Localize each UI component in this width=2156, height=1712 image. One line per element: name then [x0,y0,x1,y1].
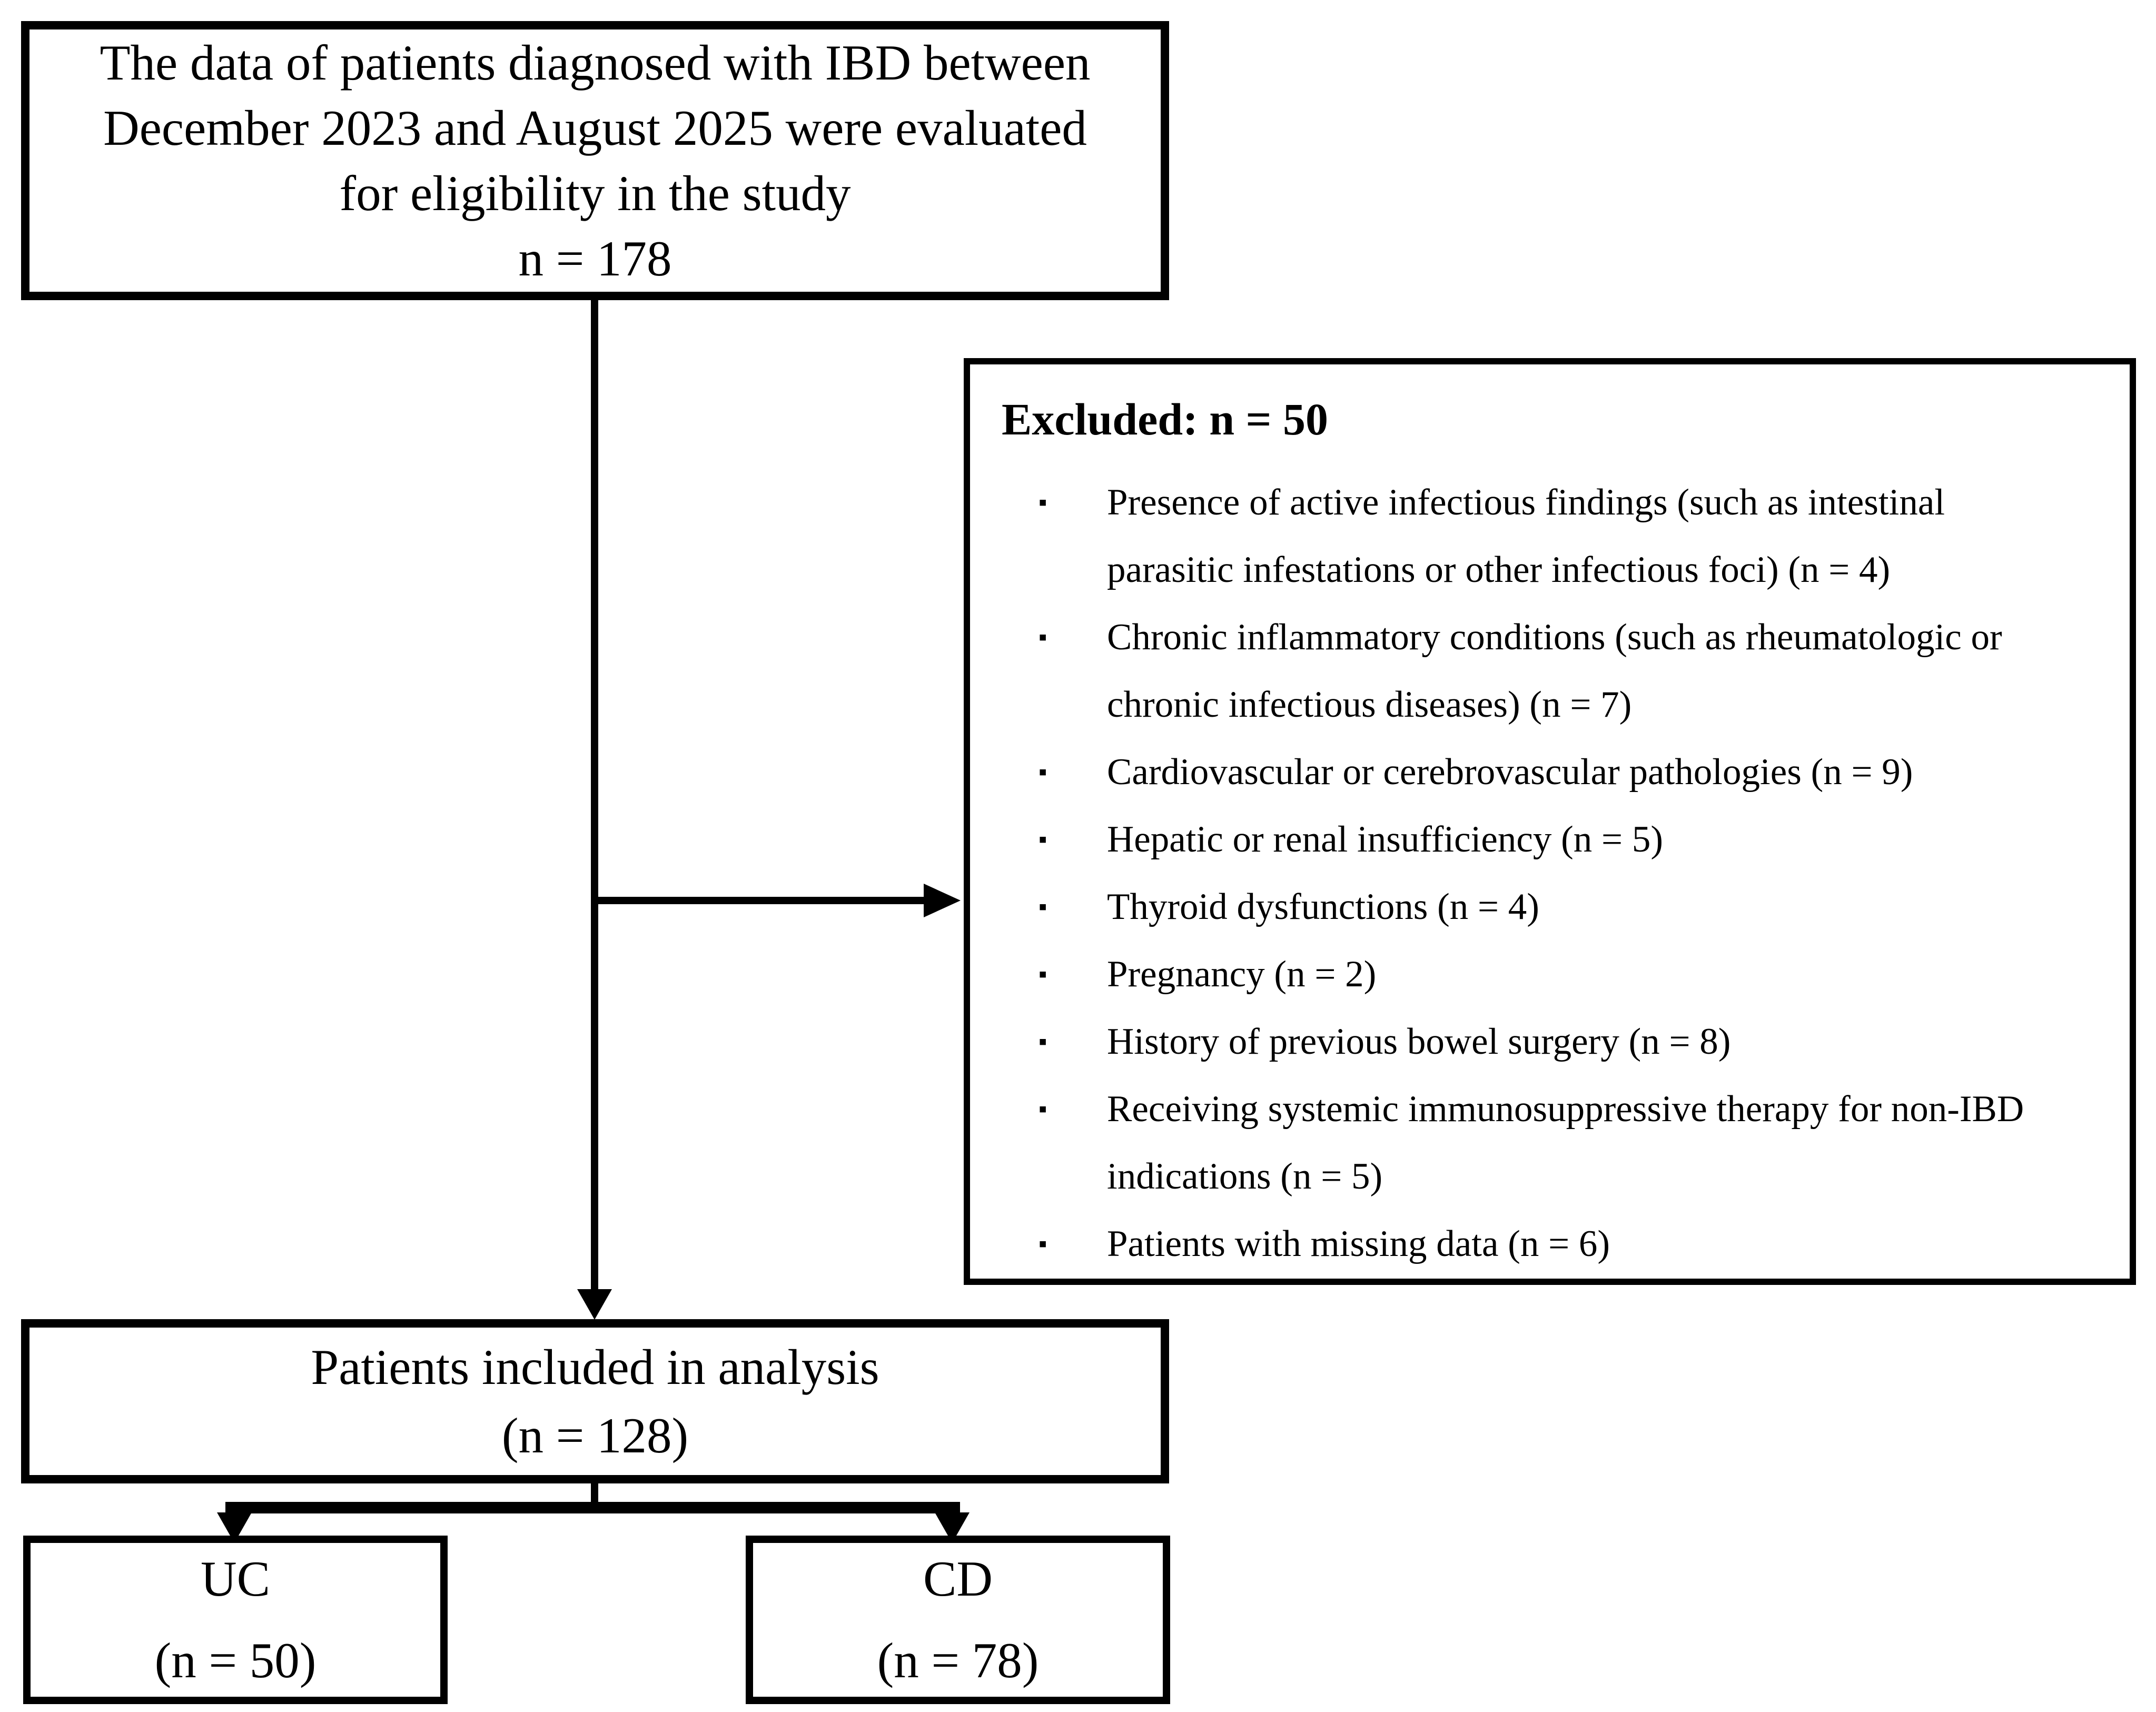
eligibility-text: The data of patients diagnosed with IBD … [100,35,1091,221]
included-text: Patients included in analysis [311,1339,879,1395]
excluded-list: ▪ Presence of active infectious findings… [1002,469,2098,1278]
excluded-item: ▪ Hepatic or renal insufficiency (n = 5) [1039,806,2077,873]
arrowhead-down-icon [577,1289,612,1320]
square-bullet-icon: ▪ [1039,489,1047,516]
excluded-item-text: Thyroid dysfunctions (n = 4) [1107,886,1539,927]
square-bullet-icon: ▪ [1039,893,1047,920]
square-bullet-icon: ▪ [1039,758,1047,785]
excluded-item-text: Hepatic or renal insufficiency (n = 5) [1107,819,1663,860]
square-bullet-icon: ▪ [1039,961,1047,987]
excluded-item-text: History of previous bowel surgery (n = 8… [1107,1021,1731,1062]
square-bullet-icon: ▪ [1039,624,1047,650]
connector-horizontal-excluded [595,897,924,904]
excluded-item-text: Pregnancy (n = 2) [1107,954,1377,995]
excluded-item-text: Presence of active infectious findings (… [1107,482,1945,590]
excluded-title: Excluded: n = 50 [1002,394,1329,444]
eligibility-n-count: n = 178 [518,231,672,286]
excluded-item: ▪ Cardiovascular or cerebrovascular path… [1039,738,2077,806]
cd-label: CD [923,1551,993,1607]
excluded-item: ▪ Chronic inflammatory conditions (such … [1039,603,2077,738]
included-n-count: (n = 128) [501,1408,689,1463]
square-bullet-icon: ▪ [1039,1095,1047,1122]
excluded-item-text: Chronic inflammatory conditions (such as… [1107,617,2002,725]
excluded-item: ▪ Presence of active infectious findings… [1039,469,2077,603]
excluded-item: ▪ Pregnancy (n = 2) [1039,941,2077,1008]
cd-n-count: (n = 78) [877,1632,1039,1688]
excluded-item-text: Receiving systemic immunosuppressive the… [1107,1088,2024,1197]
excluded-item: ▪ Receiving systemic immunosuppressive t… [1039,1075,2077,1210]
square-bullet-icon: ▪ [1039,826,1047,853]
excluded-item: ▪ Patients with missing data (n = 6) [1039,1210,2077,1278]
excluded-item: ▪ History of previous bowel surgery (n =… [1039,1008,2077,1075]
connector-vertical-main [591,300,598,1295]
excluded-item-text: Cardiovascular or cerebrovascular pathol… [1107,751,1913,793]
connector-horizontal-branch [225,1502,960,1513]
square-bullet-icon: ▪ [1039,1028,1047,1055]
eligibility-box: The data of patients diagnosed with IBD … [21,21,1169,300]
included-box: Patients included in analysis (n = 128) [21,1319,1169,1483]
excluded-item-text: Patients with missing data (n = 6) [1107,1223,1610,1264]
uc-box: UC (n = 50) [23,1536,448,1704]
uc-n-count: (n = 50) [154,1632,317,1688]
square-bullet-icon: ▪ [1039,1230,1047,1257]
excluded-box: Excluded: n = 50 ▪ Presence of active in… [964,358,2136,1285]
uc-label: UC [201,1551,270,1607]
arrowhead-right-icon [924,884,961,917]
cd-box: CD (n = 78) [746,1536,1170,1704]
excluded-item: ▪ Thyroid dysfunctions (n = 4) [1039,873,2077,941]
